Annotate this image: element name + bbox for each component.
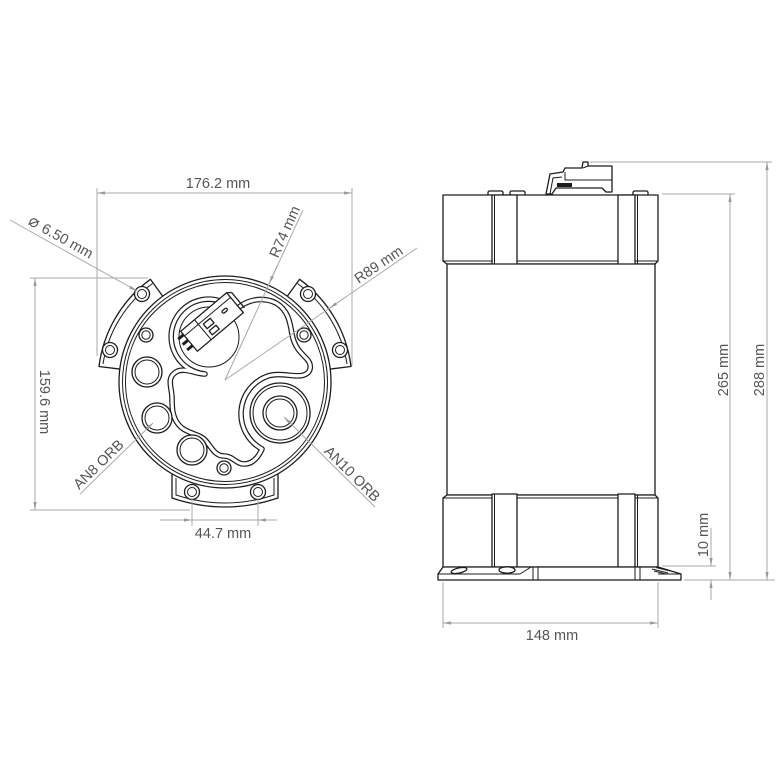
body-tube <box>446 263 656 496</box>
bolt-hole <box>216 460 232 476</box>
bolt-hole <box>101 341 119 359</box>
port-an8 <box>141 402 173 434</box>
bolt-hole <box>138 327 154 343</box>
base-flange <box>437 566 682 581</box>
dimension-label: R74 mm <box>267 204 304 261</box>
dimension-mount-hole-diameter: ⌀6.50 mm <box>9 211 138 292</box>
dimension-flange-thickness: 10 mm <box>662 513 716 600</box>
dimension-label: ⌀6.50 mm <box>25 211 97 263</box>
bolt-holes <box>101 285 349 501</box>
callout-label: AN10 ORB <box>321 444 383 506</box>
electrical-connector-side <box>545 161 613 195</box>
dimension-body-height: 265 mm <box>662 193 775 581</box>
dimension-label: 265 mm <box>716 344 732 396</box>
housing-ring <box>122 279 328 485</box>
front-view: 176.2 mm ⌀6.50 mm R74 mm R89 mm <box>9 176 418 542</box>
bolt-hole <box>183 483 201 501</box>
top-end-cap <box>442 194 659 266</box>
housing-ring-inner <box>125 282 325 482</box>
bolt-hole <box>249 483 267 501</box>
callout-label: AN8 ORB <box>71 437 128 493</box>
dimension-overall-height: 159.6 mm <box>30 277 190 511</box>
dimension-label: 176.2 mm <box>186 176 250 192</box>
bottom-end-cap <box>442 493 659 568</box>
port-left-upper <box>131 356 163 388</box>
electrical-connector-top <box>177 291 245 352</box>
dimension-bottom-hole-spacing: 44.7 mm <box>160 498 277 542</box>
seal-groove <box>167 296 314 467</box>
dimension-overall-width: 176.2 mm <box>96 176 353 366</box>
dimension-label: 159.6 mm <box>36 370 52 434</box>
port-left-lower <box>176 434 208 466</box>
dimension-label: 10 mm <box>696 513 712 557</box>
dimension-base-width: 148 mm <box>442 582 659 644</box>
bolt-hole <box>133 285 151 303</box>
bolt-hole <box>299 285 317 303</box>
bolt-hole <box>331 341 349 359</box>
bolt-hole <box>296 327 312 343</box>
dimension-label: R89 mm <box>352 243 406 287</box>
dimension-overall-height-side: 288 mm <box>590 161 772 580</box>
dimension-label: 148 mm <box>526 628 578 644</box>
side-view: 148 mm 265 mm 288 mm 10 mm <box>437 161 775 644</box>
dimension-label: 288 mm <box>752 344 768 396</box>
dimension-label: 44.7 mm <box>195 526 251 542</box>
